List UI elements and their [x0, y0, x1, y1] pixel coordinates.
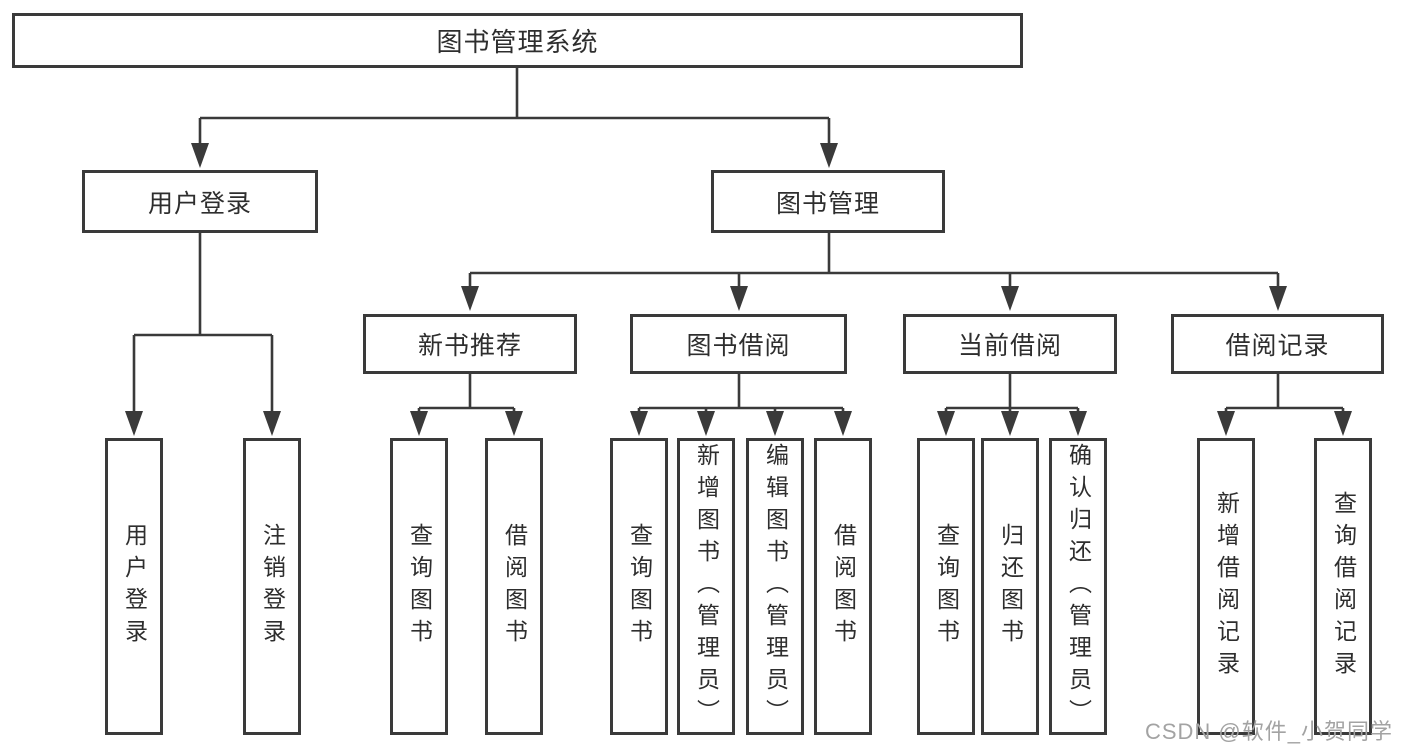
leaf-query-borrow-record: 查询借阅记录: [1314, 438, 1372, 735]
arrowhead-icon: [937, 411, 955, 436]
arrowhead-icon: [263, 411, 281, 436]
arrowhead-icon: [766, 411, 784, 436]
node-book-borrow: 图书借阅: [630, 314, 847, 374]
leaf-return-book: 归还图书: [981, 438, 1039, 735]
arrowhead-icon: [1001, 411, 1019, 436]
leaf-edit-book-admin: 编辑图书（管理员）: [746, 438, 804, 735]
arrowhead-icon: [697, 411, 715, 436]
arrowhead-icon: [1269, 286, 1287, 311]
arrowhead-icon: [630, 411, 648, 436]
leaf-query-books-recommend: 查询图书: [390, 438, 448, 735]
arrowhead-icon: [834, 411, 852, 436]
arrowhead-icon: [125, 411, 143, 436]
leaf-confirm-return-admin: 确认归还（管理员）: [1049, 438, 1107, 735]
arrowhead-icon: [1069, 411, 1087, 436]
arrowhead-icon: [1001, 286, 1019, 311]
leaf-query-books-current: 查询图书: [917, 438, 975, 735]
arrowhead-icon: [461, 286, 479, 311]
csdn-watermark: CSDN @软件_小贺同学: [1144, 719, 1393, 744]
node-current-borrow: 当前借阅: [903, 314, 1117, 374]
leaf-logout: 注销登录: [243, 438, 301, 735]
leaf-borrow-books: 借阅图书: [814, 438, 872, 735]
node-library-system: 图书管理系统: [12, 13, 1023, 68]
node-user-login: 用户登录: [82, 170, 318, 233]
leaf-add-book-admin: 新增图书（管理员）: [677, 438, 735, 735]
node-book-management: 图书管理: [711, 170, 945, 233]
arrowhead-icon: [730, 286, 748, 311]
leaf-add-borrow-record: 新增借阅记录: [1197, 438, 1255, 735]
leaf-borrow-books-recommend: 借阅图书: [485, 438, 543, 735]
leaf-query-books-borrow: 查询图书: [610, 438, 668, 735]
arrowhead-icon: [191, 143, 209, 168]
arrowhead-icon: [410, 411, 428, 436]
arrowhead-icon: [820, 143, 838, 168]
node-borrow-records: 借阅记录: [1171, 314, 1384, 374]
node-new-book-recommend: 新书推荐: [363, 314, 577, 374]
arrowhead-icon: [1217, 411, 1235, 436]
arrowhead-icon: [1334, 411, 1352, 436]
arrowhead-icon: [505, 411, 523, 436]
leaf-user-login: 用户登录: [105, 438, 163, 735]
